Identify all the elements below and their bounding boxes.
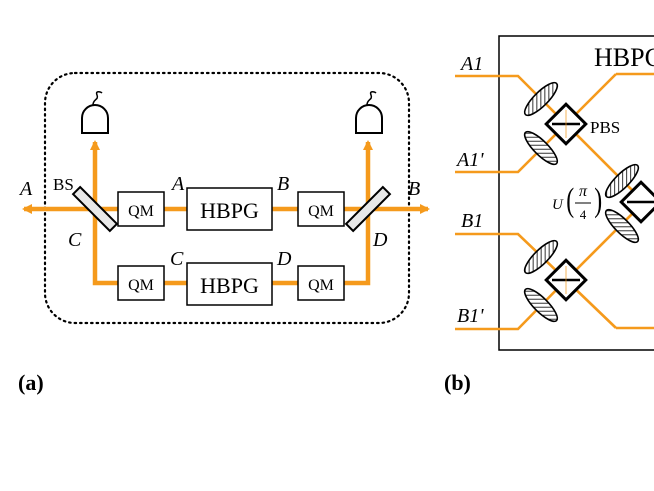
detector-right-icon <box>355 91 383 134</box>
panel-b-box <box>498 35 654 351</box>
qm-label: QM <box>128 277 154 294</box>
label-pbs: PBS <box>590 118 620 137</box>
label-bs: BS <box>53 175 74 194</box>
qm-label: QM <box>308 203 334 220</box>
label-port-d-right: D <box>372 229 388 251</box>
waveplate-icon <box>604 208 640 244</box>
beam-lower-out-up <box>565 205 641 281</box>
unitary-label: U ( π 4 ) <box>552 182 602 222</box>
beam-b1-prime <box>455 279 567 331</box>
beam-left-loop <box>92 209 118 286</box>
waveplate-icon <box>523 81 559 117</box>
qm-box-top-right <box>297 191 345 227</box>
svg-text:4: 4 <box>580 207 587 222</box>
svg-text:U: U <box>552 197 564 213</box>
label-port-c-bottom: C <box>170 248 184 270</box>
hbpg-label-top: HBPG <box>200 198 259 223</box>
pbs-upper-icon <box>544 102 588 146</box>
waveplate-icon <box>523 130 559 166</box>
pbs-lower-icon <box>544 258 588 302</box>
caption-a: (a) <box>18 370 44 395</box>
qm-box-bottom-right <box>297 265 345 301</box>
qm-box-bottom-left <box>117 265 165 301</box>
label-port-b-right: B <box>408 178 420 200</box>
label-port-b-top: B <box>277 173 289 195</box>
caption-b: (b) <box>444 370 471 395</box>
input-label-b1: B1 <box>461 210 483 232</box>
qm-box-top-left <box>117 191 165 227</box>
panel-b-title: HBPG <box>594 43 654 72</box>
label-port-d-bottom: D <box>276 248 292 270</box>
input-label-b1-prime: B1' <box>457 305 484 327</box>
qm-label: QM <box>308 277 334 294</box>
waveplate-icon <box>523 287 559 323</box>
waveplate-icon <box>523 239 559 275</box>
panel-b: HBPG PBS A1 A1' B1 B1' U ( π 4 ) (b) <box>444 35 654 395</box>
input-label-a1: A1 <box>459 53 483 75</box>
svg-text:): ) <box>594 182 602 219</box>
input-label-a1-prime: A1' <box>455 149 484 171</box>
panel-a: QM QM QM QM HBPG HBPG BS A B C D A B C D… <box>18 71 430 395</box>
panel-b-beams <box>455 72 654 331</box>
panel-a-enclosure <box>43 71 411 325</box>
svg-text:(: ( <box>566 182 574 219</box>
pbs-right-icon <box>619 180 654 224</box>
label-port-c-left: C <box>68 229 82 251</box>
qm-label: QM <box>128 203 154 220</box>
beam-splitter-left <box>71 185 119 233</box>
beam-splitter-right <box>344 185 392 233</box>
detector-left-icon <box>81 91 109 134</box>
label-port-a-top: A <box>170 173 185 195</box>
beam-a1 <box>455 74 567 125</box>
svg-text:π: π <box>579 183 588 200</box>
hbpg-label-bottom: HBPG <box>200 273 259 298</box>
beam-a1-prime <box>455 123 567 174</box>
waveplate-icon <box>604 163 640 199</box>
beam-b1 <box>455 232 567 281</box>
label-port-a-left: A <box>18 178 33 200</box>
hbpg-box-bottom <box>186 262 273 306</box>
beam-right-loop <box>346 209 371 286</box>
hbpg-box-top <box>186 187 273 231</box>
